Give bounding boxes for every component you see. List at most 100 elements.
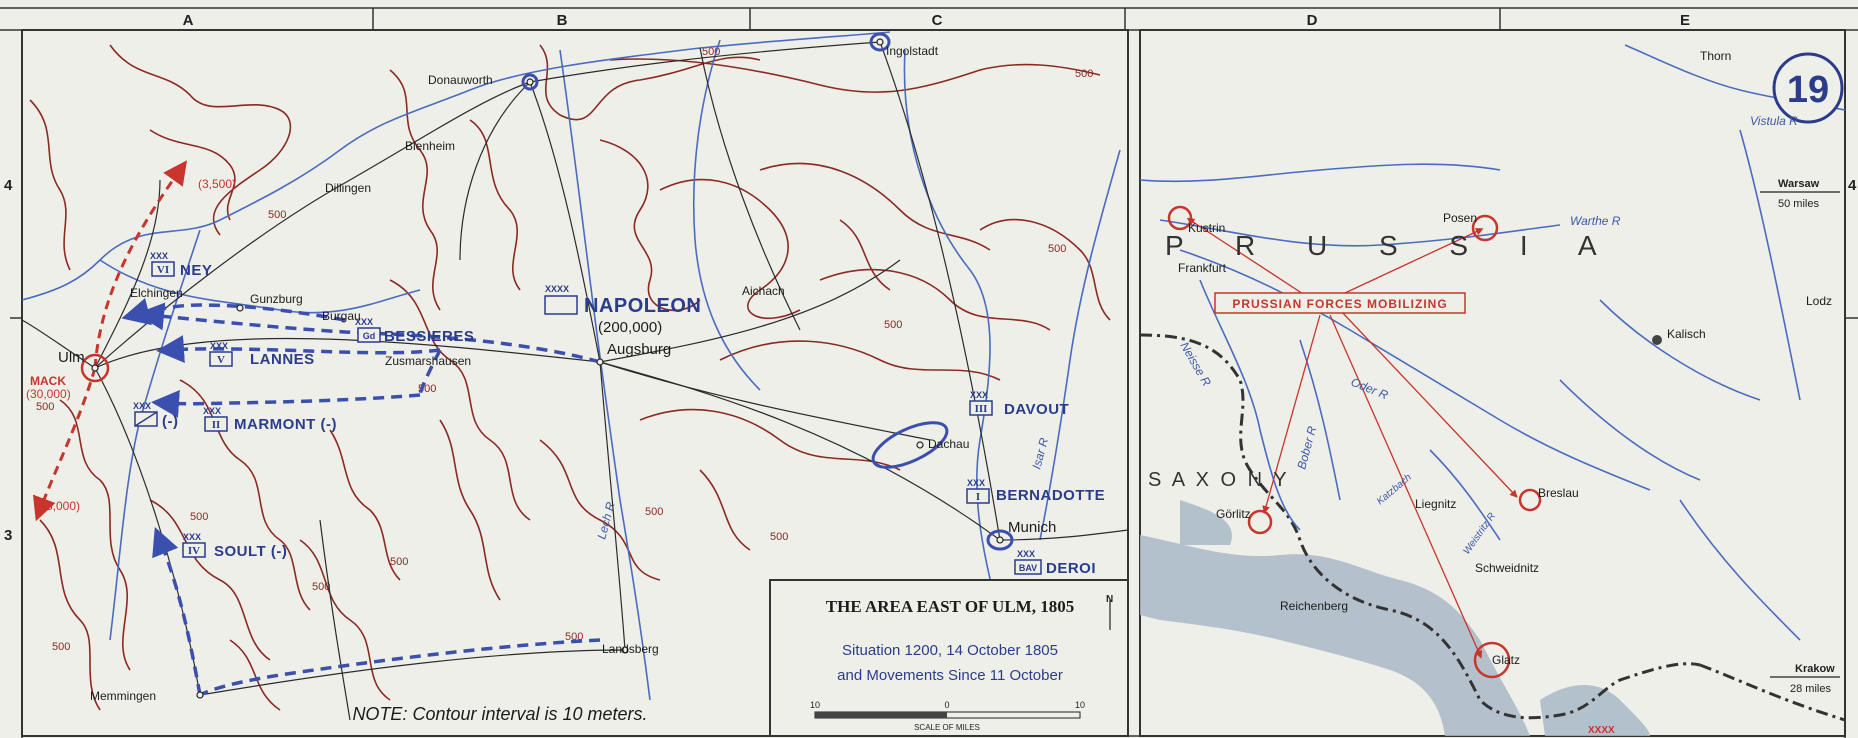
mountain-shading (1140, 500, 1650, 736)
map-number: 19 (1787, 69, 1829, 111)
french-movements (121, 298, 601, 697)
grid-row-4-right: 4 (1848, 177, 1857, 194)
marmont-echelon: XXX (203, 406, 221, 416)
city-elchingen: Elchingen (130, 286, 183, 300)
city-dillingen: Dillingen (325, 181, 371, 195)
cavalry-label: (-) (162, 413, 179, 430)
marmont-corps-number: II (212, 419, 221, 431)
city-augsburg: Augsburg (607, 341, 671, 358)
soult-label: SOULT (-) (214, 543, 287, 560)
scale-right: 10 (1075, 700, 1085, 710)
soult-echelon: XXX (183, 532, 201, 542)
grid-row-4: 4 (4, 177, 13, 194)
bernadotte-label: BERNADOTTE (996, 487, 1105, 504)
contour-label: 500 (1075, 68, 1093, 80)
mack-strength: (30,000) (26, 387, 71, 401)
city-ulm: Ulm (58, 349, 85, 366)
french-positions (521, 32, 1014, 551)
map-number-badge (1772, 52, 1844, 124)
grid-col-b: B (557, 12, 568, 29)
krakow-distance: 28 miles (1790, 683, 1831, 695)
city-kalisch: Kalisch (1667, 327, 1706, 341)
map-title: THE AREA EAST OF ULM, 1805 (826, 597, 1074, 616)
austrian-south-force: (5,000) (42, 499, 80, 513)
grid-col-d: D (1307, 12, 1318, 29)
contour-label: 500 (268, 209, 286, 221)
vistula-river-label: Vistula R (1750, 114, 1798, 128)
kalisch-marker (1652, 335, 1662, 345)
city-kustrin: Kustrin (1188, 221, 1225, 235)
city-dachau: Dachau (928, 437, 969, 451)
lannes-corps-number: V (217, 354, 225, 366)
contour-labels: 500 500 500 500 500 500 500 500 500 500 … (36, 46, 1093, 653)
contour-label: 500 (190, 511, 208, 523)
city-donauworth: Donauworth (428, 73, 493, 87)
city-memmingen: Memmingen (90, 689, 156, 703)
mack-label: MACK (30, 374, 66, 388)
grid-col-a: A (183, 12, 194, 29)
deroi-corps-number: BAV (1019, 563, 1037, 573)
bessieres-label: BESSIERES (384, 328, 474, 345)
contour-label: 500 (645, 506, 663, 518)
soult-corps-number: IV (188, 545, 200, 557)
cavalry-echelon: XXX (133, 401, 151, 411)
lannes-echelon: XXX (210, 341, 228, 351)
grid-row-3: 3 (4, 527, 12, 544)
city-aichach: Aichach (742, 284, 785, 298)
contour-label: 500 (770, 531, 788, 543)
bottom-echelon: XXXX (1588, 725, 1615, 736)
city-lodz: Lodz (1806, 294, 1832, 308)
prussian-forces-label: PRUSSIAN FORCES MOBILIZING (1232, 297, 1447, 311)
contour-note: NOTE: Contour interval is 10 meters. (352, 704, 647, 724)
map-subtitle-line1: Situation 1200, 14 October 1805 (842, 642, 1058, 659)
city-glatz: Glatz (1492, 653, 1520, 667)
city-liegnitz: Liegnitz (1415, 497, 1456, 511)
napoleon-label: NAPOLEON (584, 295, 701, 317)
prussian-positions (1167, 205, 1542, 679)
contour-label: 500 (1048, 243, 1066, 255)
city-thorn: Thorn (1700, 49, 1731, 63)
city-munich: Munich (1008, 519, 1056, 536)
deroi-label: DEROI (1046, 560, 1096, 577)
prussian-mobilization-lines (1186, 217, 1518, 659)
krakow-label: Krakow (1795, 663, 1835, 675)
contour-label: 500 (390, 556, 408, 568)
ney-corps-number: VI (157, 264, 169, 276)
contour-label: 500 (52, 641, 70, 653)
warsaw-distance: 50 miles (1778, 198, 1819, 210)
rivers-right (1139, 44, 1846, 641)
city-posen: Posen (1443, 211, 1477, 225)
grid-col-c: C (932, 12, 943, 29)
contour-label: 500 (312, 581, 330, 593)
scale-left: 10 (810, 700, 820, 710)
warsaw-label: Warsaw (1778, 178, 1820, 190)
grid-col-e: E (1680, 12, 1690, 29)
roads (21, 41, 1129, 721)
city-gorlitz: Görlitz (1216, 507, 1251, 521)
left-map-border (21, 29, 1129, 737)
city-gunzburg: Gunzburg (250, 292, 303, 306)
map-subtitle-line2: and Movements Since 11 October (837, 667, 1063, 684)
bernadotte-corps-number: I (976, 491, 980, 503)
ney-label: NEY (180, 262, 212, 279)
city-ingolstadt: Ingolstadt (886, 44, 939, 58)
town-markers (91, 38, 1004, 699)
davout-corps-number: III (975, 403, 988, 415)
davout-echelon: XXX (970, 390, 988, 400)
austrian-movements (32, 160, 187, 522)
city-schweidnitz: Schweidnitz (1475, 561, 1539, 575)
contour-label: 500 (36, 401, 54, 413)
bessieres-corps-number: Gd (363, 331, 376, 341)
city-breslau: Breslau (1538, 486, 1579, 500)
borders (1139, 333, 1846, 722)
scale-caption: SCALE OF MILES (914, 723, 980, 732)
marmont-label: MARMONT (-) (234, 416, 337, 433)
city-blenheim: Blenheim (405, 139, 455, 153)
contour-lines (29, 44, 1111, 711)
north-arrow: N (1106, 594, 1113, 605)
davout-label: DAVOUT (1004, 401, 1069, 418)
scale-mid: 0 (944, 700, 949, 710)
unit-symbols (134, 261, 1042, 575)
napoleon-strength: (200,000) (598, 319, 662, 336)
